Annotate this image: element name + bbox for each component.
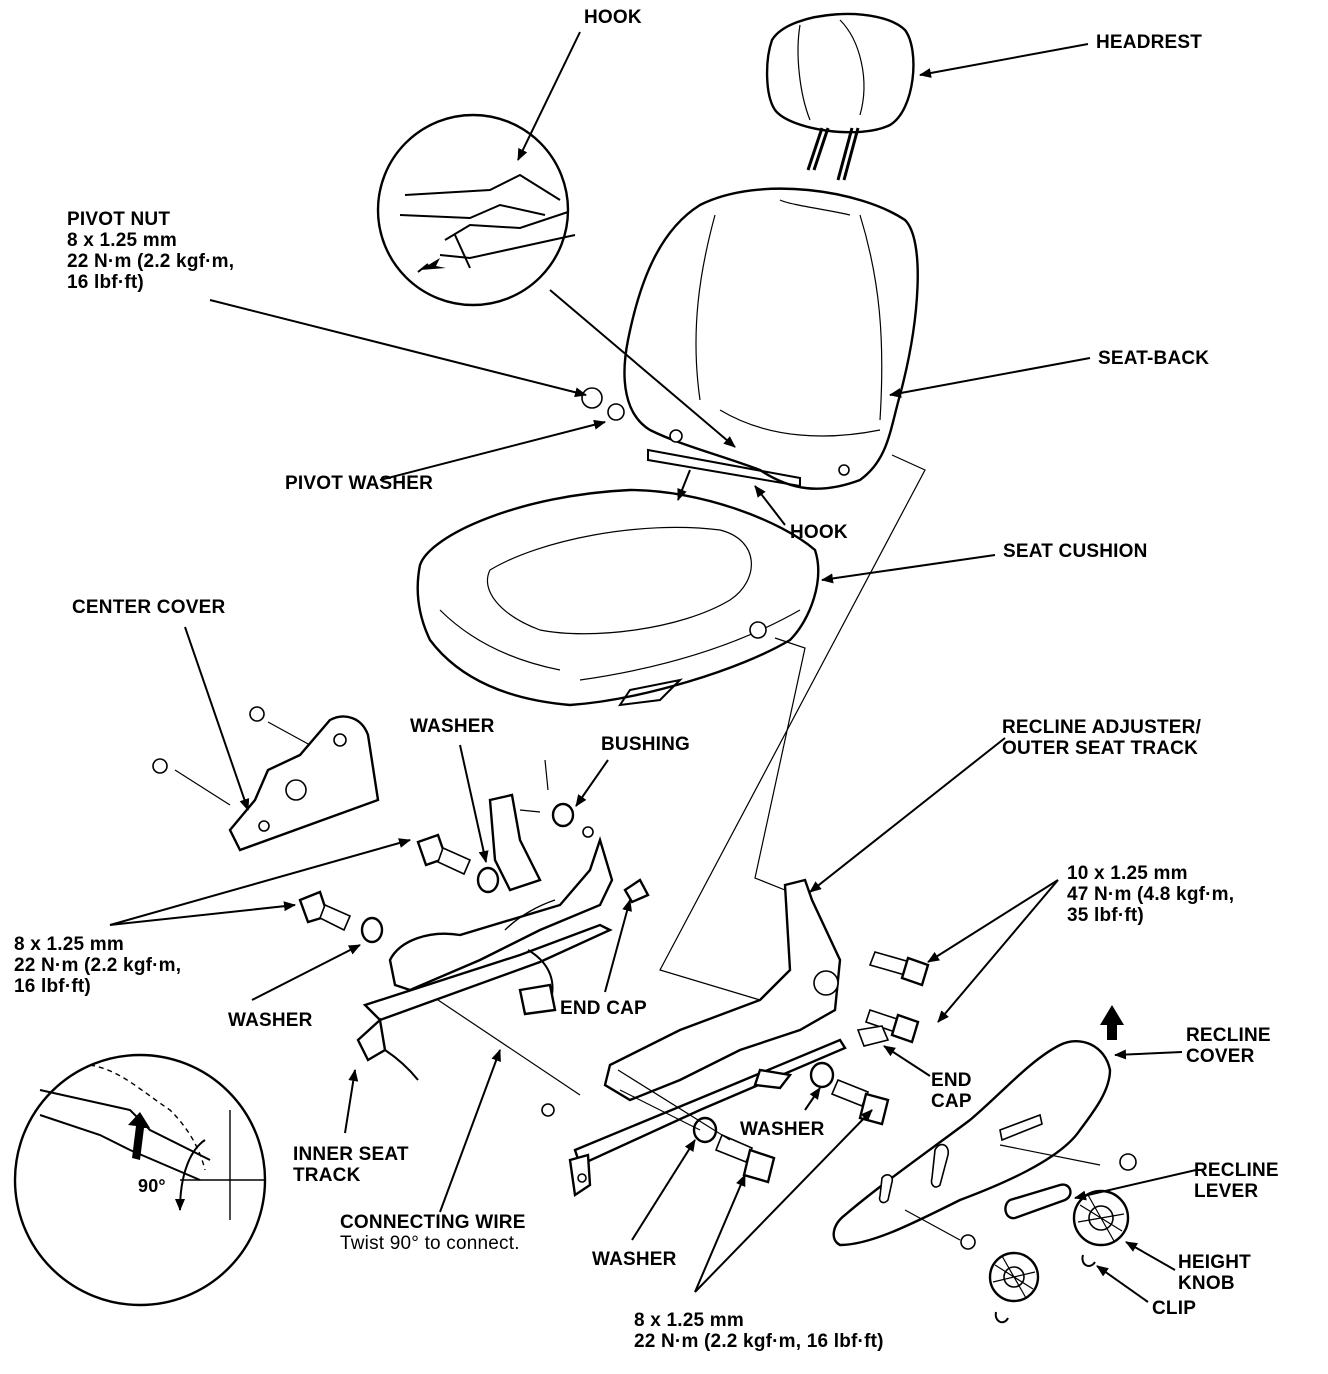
leader-lines: [109, 31, 1197, 1303]
label-bolt-8mm-left: 8 x 1.25 mm 22 N·m (2.2 kgf·m, 16 lbf·ft…: [14, 934, 181, 997]
seat-back-part: [623, 187, 919, 490]
label-seat-back: SEAT-BACK: [1098, 348, 1210, 369]
inner-seat-track-line-1: INNER SEAT: [293, 1144, 409, 1165]
center-cover-part: [152, 706, 380, 852]
label-hook-top: HOOK: [584, 7, 642, 28]
connecting-wire-title: CONNECTING WIRE: [340, 1212, 526, 1233]
bolt-8mm-left-line-3: 16 lbf·ft): [14, 976, 91, 997]
headrest-part: [765, 12, 915, 181]
label-washer-bottom: WASHER: [592, 1249, 677, 1270]
bolt-10mm-line-3: 35 lbf·ft): [1067, 905, 1144, 926]
label-connecting-wire: CONNECTING WIRE Twist 90° to connect.: [340, 1212, 526, 1254]
label-recline-cover: RECLINE COVER: [1186, 1025, 1271, 1067]
connecting-wire-note: Twist 90° to connect.: [340, 1233, 520, 1254]
end-cap-right-line-1: END: [931, 1070, 972, 1091]
bolt-10mm-line-2: 47 N·m (4.8 kgf·m,: [1067, 884, 1235, 905]
label-headrest: HEADREST: [1096, 32, 1203, 53]
label-pivot-washer: PIVOT WASHER: [285, 473, 434, 494]
inner-seat-track-line-2: TRACK: [293, 1165, 361, 1186]
bolt-8mm-left-line-1: 8 x 1.25 mm: [14, 934, 124, 955]
recline-adjuster-line-1: RECLINE ADJUSTER/: [1002, 717, 1202, 738]
recline-lever-line-2: LEVER: [1194, 1181, 1259, 1202]
label-bushing: BUSHING: [601, 734, 691, 755]
connecting-wire-detail-callout: [13, 1053, 267, 1307]
label-hook-bottom: HOOK: [790, 522, 848, 543]
recline-cover-part: [832, 1005, 1137, 1250]
pivot-nut-line-3: 22 N·m (2.2 kgf·m,: [67, 251, 235, 272]
label-clip: CLIP: [1152, 1298, 1197, 1319]
label-end-cap-right: END CAP: [931, 1070, 972, 1112]
label-washer-mid-right: WASHER: [740, 1119, 825, 1140]
end-cap-right-line-2: CAP: [931, 1091, 972, 1112]
bolt-8mm-left-line-2: 22 N·m (2.2 kgf·m,: [14, 955, 182, 976]
outer-seat-track-part: [568, 878, 847, 1198]
inner-seat-track-part: [356, 793, 650, 1117]
hook-detail-callout: [376, 113, 576, 307]
pivot-nut-line-2: 8 x 1.25 mm: [67, 230, 177, 251]
seat-cushion-part: [416, 488, 820, 707]
label-recline-adjuster: RECLINE ADJUSTER/ OUTER SEAT TRACK: [1002, 717, 1201, 759]
label-pivot-nut: PIVOT NUT 8 x 1.25 mm 22 N·m (2.2 kgf·m,…: [67, 209, 234, 293]
label-end-cap-mid: END CAP: [560, 998, 647, 1019]
bolt-8mm-bottom-line-1: 8 x 1.25 mm: [634, 1310, 744, 1331]
recline-lever-line-1: RECLINE: [1194, 1160, 1279, 1181]
label-washer-upper: WASHER: [410, 716, 495, 737]
height-knob-part: [988, 1189, 1130, 1324]
label-bolt-10mm: 10 x 1.25 mm 47 N·m (4.8 kgf·m, 35 lbf·f…: [1067, 863, 1234, 926]
recline-cover-line-2: COVER: [1186, 1046, 1255, 1067]
alignment-lines: [174, 454, 1101, 1241]
label-angle-90: 90°: [138, 1176, 166, 1196]
label-center-cover: CENTER COVER: [72, 597, 226, 618]
bolt-10mm-line-1: 10 x 1.25 mm: [1067, 863, 1188, 884]
recline-adjuster-line-2: OUTER SEAT TRACK: [1002, 738, 1199, 759]
height-knob-line-2: KNOB: [1178, 1273, 1235, 1294]
label-bolt-8mm-bottom: 8 x 1.25 mm 22 N·m (2.2 kgf·m, 16 lbf·ft…: [634, 1310, 884, 1352]
height-knob-line-1: HEIGHT: [1178, 1252, 1251, 1273]
label-seat-cushion: SEAT CUSHION: [1003, 541, 1148, 562]
recline-cover-line-1: RECLINE: [1186, 1025, 1271, 1046]
label-height-knob: HEIGHT KNOB: [1178, 1252, 1251, 1294]
pivot-nut-line-4: 16 lbf·ft): [67, 272, 144, 293]
bolts-and-washers: [298, 387, 930, 1184]
pivot-nut-line-1: PIVOT NUT: [67, 209, 171, 230]
bolt-8mm-bottom-line-2: 22 N·m (2.2 kgf·m, 16 lbf·ft): [634, 1331, 884, 1352]
label-washer-left: WASHER: [228, 1010, 313, 1031]
label-inner-seat-track: INNER SEAT TRACK: [293, 1144, 409, 1186]
label-recline-lever: RECLINE LEVER: [1194, 1160, 1279, 1202]
